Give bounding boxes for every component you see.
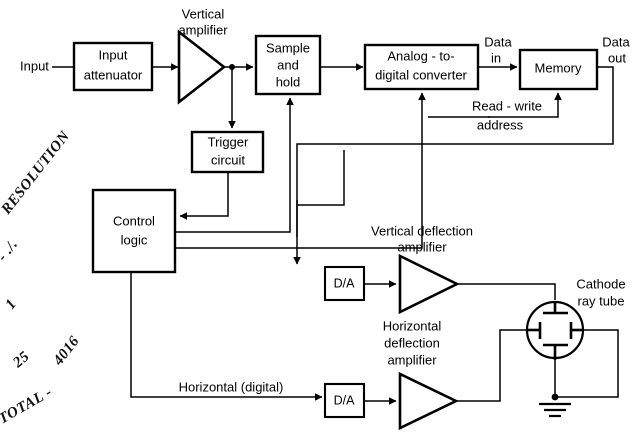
block-vertical-amplifier <box>177 29 227 105</box>
label-vertical-amplifier-1: Vertical <box>182 6 225 21</box>
wire-control-logic-to-samplehold <box>175 97 294 233</box>
label-vertical-deflection-amplifier-2: amplifier <box>397 239 447 254</box>
handwriting-25: 25 <box>10 349 33 372</box>
label-vertical-deflection-amplifier-1: Vertical deflection <box>371 223 473 238</box>
memory-label: Memory <box>535 60 582 75</box>
label-data-in-1: Data <box>484 34 512 49</box>
handwriting-resolution: RESOLUTION <box>0 128 74 219</box>
label-read-write-address-2: address <box>477 117 524 132</box>
handwriting-4016: 4016 <box>50 333 83 369</box>
label-cathode-ray-tube-2: ray tube <box>578 293 625 308</box>
block-da-horizontal <box>323 382 366 419</box>
label-horizontal-digital: Horizontal (digital) <box>179 379 284 394</box>
adc-label-1: Analog - to- <box>387 48 454 63</box>
wire-control-logic-to-horizontal <box>130 272 323 401</box>
label-vertical-amplifier-2: amplifier <box>178 22 228 37</box>
block-vertical-deflection-amplifier <box>398 253 460 315</box>
label-horizontal-deflection-amplifier-2: deflection <box>384 335 440 350</box>
da-vertical-label: D/A <box>334 276 356 290</box>
trigger-circuit-label-2: circuit <box>211 152 245 167</box>
wire-trigger-to-control-logic <box>179 172 229 220</box>
handwritten-annotations: RESOLUTION - ./. 1 25 4016 TOTAL - <box>0 128 83 428</box>
adc-label-2: digital converter <box>375 67 467 82</box>
label-read-write-address-1: Read - write <box>472 98 542 113</box>
junction-dot-ground <box>551 393 559 401</box>
block-analog-to-digital-converter <box>363 43 480 91</box>
wire-vdefl-amp-to-crt <box>457 283 556 300</box>
block-control-logic <box>91 188 177 274</box>
input-attenuator-label-1: Input <box>99 47 128 62</box>
block-memory <box>518 48 599 91</box>
da-horizontal-label: D/A <box>334 393 356 407</box>
label-horizontal-deflection-amplifier-3: amplifier <box>387 352 437 367</box>
sample-hold-label-2: and <box>277 57 299 72</box>
sample-hold-label-3: hold <box>276 74 301 89</box>
label-input: Input <box>20 58 49 73</box>
label-data-out-2: out <box>608 50 626 65</box>
block-input-attenuator <box>72 41 154 92</box>
wire-dataout-corner <box>297 150 345 206</box>
handwriting-one: 1 <box>3 296 21 312</box>
wire-hdefl-amp-to-crt <box>456 329 528 402</box>
wire-crt-right-to-ground <box>555 329 619 398</box>
wire-read-write-address <box>488 92 562 118</box>
wire-memory-data-out <box>296 66 614 237</box>
control-logic-label-1: Control <box>113 213 155 228</box>
label-horizontal-deflection-amplifier-1: Horizontal <box>383 318 442 333</box>
trigger-circuit-label-1: Trigger <box>208 134 249 149</box>
block-horizontal-deflection-amplifier <box>398 371 459 431</box>
handwriting-total: TOTAL - <box>0 384 55 427</box>
block-da-vertical <box>323 265 366 302</box>
label-cathode-ray-tube-1: Cathode <box>576 276 625 291</box>
control-logic-label-2: logic <box>121 232 148 247</box>
block-trigger-circuit <box>190 130 265 174</box>
input-attenuator-label-2: attenuator <box>84 67 143 82</box>
label-data-in-2: in <box>491 50 501 65</box>
sample-hold-label-1: Sample <box>266 40 310 55</box>
label-data-out-1: Data <box>602 34 630 49</box>
block-sample-and-hold <box>254 34 322 96</box>
handwriting-resolution-value: - ./. <box>0 237 21 265</box>
wire-control-logic-to-adc <box>175 92 426 249</box>
